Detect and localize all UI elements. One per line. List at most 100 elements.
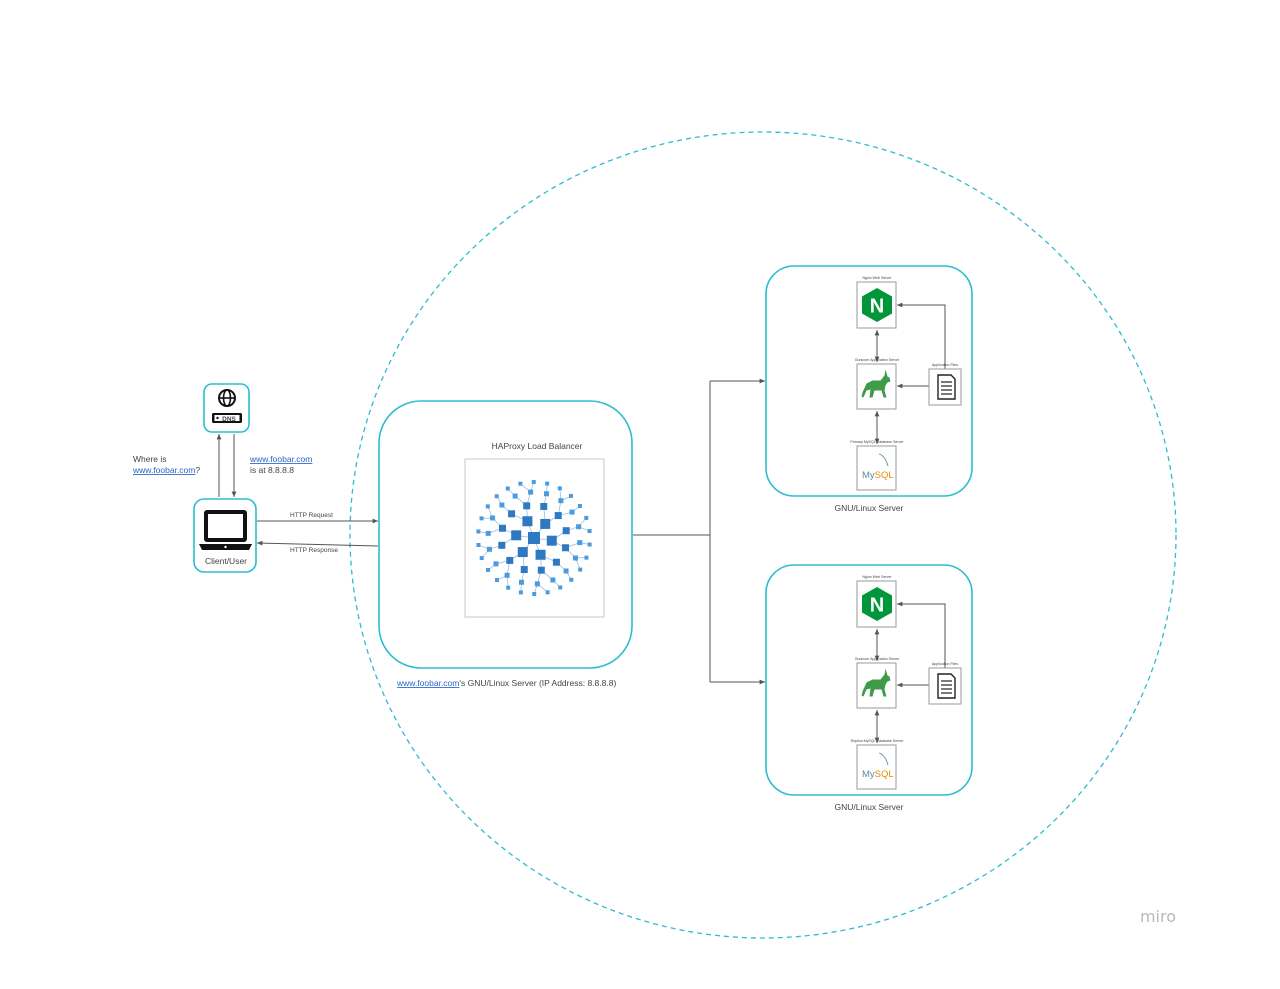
haproxy-mesh-node bbox=[506, 556, 514, 564]
haproxy-mesh-node bbox=[558, 498, 564, 504]
haproxy-mesh-node bbox=[499, 502, 505, 508]
db-server-label: Primary MySQL Database Server bbox=[850, 440, 904, 444]
client-label: Client/User bbox=[205, 556, 247, 566]
server-2-label: GNU/Linux Server bbox=[835, 802, 904, 812]
haproxy-mesh-node bbox=[528, 489, 534, 495]
haproxy-mesh-node bbox=[498, 524, 506, 532]
haproxy-mesh-node bbox=[485, 504, 490, 509]
app-files-label: Application Files bbox=[932, 363, 958, 367]
dns-answer-line2: is at 8.8.8.8 bbox=[250, 465, 294, 475]
haproxy-mesh-node bbox=[485, 530, 491, 536]
haproxy-mesh-node bbox=[506, 585, 511, 590]
haproxy-mesh-node bbox=[511, 530, 522, 541]
server-1-label: GNU/Linux Server bbox=[835, 503, 904, 513]
load-balancer-caption-link[interactable]: www.foobar.com bbox=[396, 678, 459, 688]
load-balancer-caption-rest: 's GNU/Linux Server (IP Address: 8.8.8.8… bbox=[459, 678, 616, 688]
app-server-label: Gunicorn Application Server bbox=[855, 358, 900, 362]
haproxy-mesh-node bbox=[537, 566, 545, 574]
haproxy-mesh-node bbox=[584, 515, 589, 520]
haproxy-mesh-node bbox=[562, 544, 570, 552]
haproxy-mesh-node bbox=[505, 486, 510, 491]
haproxy-mesh-node bbox=[545, 481, 550, 486]
haproxy-mesh-node bbox=[523, 502, 531, 510]
mysql-text-my: My bbox=[862, 769, 875, 780]
files-to-web-arrow bbox=[897, 302, 946, 370]
haproxy-mesh-node bbox=[587, 542, 592, 547]
haproxy-mesh-node bbox=[587, 529, 592, 534]
svg-text:MySQL: MySQL bbox=[862, 769, 894, 780]
haproxy-mesh-node bbox=[518, 579, 524, 585]
haproxy-mesh-node bbox=[554, 512, 562, 520]
haproxy-mesh-node bbox=[504, 572, 510, 578]
haproxy-mesh-node bbox=[569, 509, 575, 515]
haproxy-mesh-node bbox=[552, 558, 560, 566]
haproxy-mesh-node bbox=[562, 527, 570, 535]
http-response-arrow bbox=[256, 540, 379, 547]
mysql-icon: MySQL bbox=[862, 752, 894, 780]
load-balancer-title: HAProxy Load Balancer bbox=[492, 441, 583, 451]
haproxy-mesh-node bbox=[528, 532, 540, 544]
haproxy-mesh-node bbox=[557, 486, 562, 491]
app-server-label: Gunicorn Application Server bbox=[855, 657, 900, 661]
haproxy-mesh-node bbox=[572, 555, 578, 561]
haproxy-mesh-node bbox=[531, 480, 536, 485]
miro-watermark: miro bbox=[1140, 907, 1176, 926]
haproxy-mesh-node bbox=[535, 549, 546, 560]
haproxy-mesh-node bbox=[546, 535, 557, 546]
haproxy-mesh-node bbox=[550, 577, 556, 583]
haproxy-mesh-node bbox=[517, 547, 528, 558]
files-to-web-arrow bbox=[897, 601, 946, 669]
dns-question-line1: Where is bbox=[133, 454, 167, 464]
haproxy-mesh-node bbox=[584, 555, 589, 560]
nginx-icon: N bbox=[862, 587, 892, 621]
haproxy-mesh-node bbox=[479, 556, 484, 561]
haproxy-mesh-node bbox=[494, 494, 499, 499]
haproxy-mesh-node bbox=[568, 493, 573, 498]
haproxy-mesh-node bbox=[476, 529, 481, 534]
haproxy-mesh-node bbox=[563, 568, 569, 574]
server-1: Nginx Web Server N Gunicorn Application … bbox=[765, 265, 973, 513]
document-icon bbox=[937, 673, 956, 699]
haproxy-mesh-node bbox=[508, 510, 516, 518]
mysql-text-sql: SQL bbox=[875, 769, 894, 780]
client-node: Client/User bbox=[193, 498, 257, 573]
laptop-icon bbox=[199, 510, 252, 550]
haproxy-mesh-node bbox=[532, 591, 537, 596]
gunicorn-unicorn-icon bbox=[861, 668, 891, 697]
http-request-label: HTTP Request bbox=[290, 512, 333, 519]
infrastructure-boundary bbox=[349, 131, 1177, 939]
dns-label: DNS bbox=[222, 416, 236, 423]
haproxy-mesh-node bbox=[544, 491, 550, 497]
haproxy-mesh-node bbox=[576, 524, 582, 530]
haproxy-mesh-node bbox=[522, 516, 533, 527]
mysql-text-sql: SQL bbox=[875, 470, 894, 481]
haproxy-mesh-node bbox=[486, 546, 492, 552]
haproxy-mesh-node bbox=[476, 542, 481, 547]
dns-question-suffix: ? bbox=[195, 465, 200, 475]
haproxy-mesh-node bbox=[493, 561, 499, 567]
haproxy-mesh-node bbox=[518, 590, 523, 595]
haproxy-mesh-node bbox=[479, 516, 484, 521]
dns-question-link[interactable]: www.foobar.com bbox=[132, 465, 195, 475]
haproxy-mesh-node bbox=[490, 515, 496, 521]
mysql-text-my: My bbox=[862, 470, 875, 481]
haproxy-mesh-icon bbox=[476, 480, 592, 596]
haproxy-mesh-node bbox=[540, 518, 551, 529]
globe-dns-icon: DNS bbox=[212, 389, 242, 423]
haproxy-mesh-node bbox=[577, 540, 583, 546]
nginx-letter: N bbox=[870, 595, 884, 617]
haproxy-mesh-node bbox=[540, 502, 548, 510]
db-server-label: Replica MySQL Database Server bbox=[851, 739, 905, 743]
dns-node: DNS bbox=[203, 383, 250, 433]
mysql-icon: MySQL bbox=[862, 453, 894, 481]
app-files-label: Application Files bbox=[932, 662, 958, 666]
document-icon bbox=[937, 374, 956, 400]
http-response-label: HTTP Response bbox=[290, 547, 338, 554]
server-2: Nginx Web Server N Gunicorn Application … bbox=[765, 564, 973, 812]
svg-text:www.foobar.com's GNU/Linux Ser: www.foobar.com's GNU/Linux Server (IP Ad… bbox=[396, 678, 616, 688]
haproxy-mesh-node bbox=[577, 503, 582, 508]
dns-answer-link[interactable]: www.foobar.com bbox=[249, 454, 312, 464]
svg-text:www.foobar.com?: www.foobar.com? bbox=[132, 465, 200, 475]
haproxy-mesh-node bbox=[495, 578, 500, 583]
